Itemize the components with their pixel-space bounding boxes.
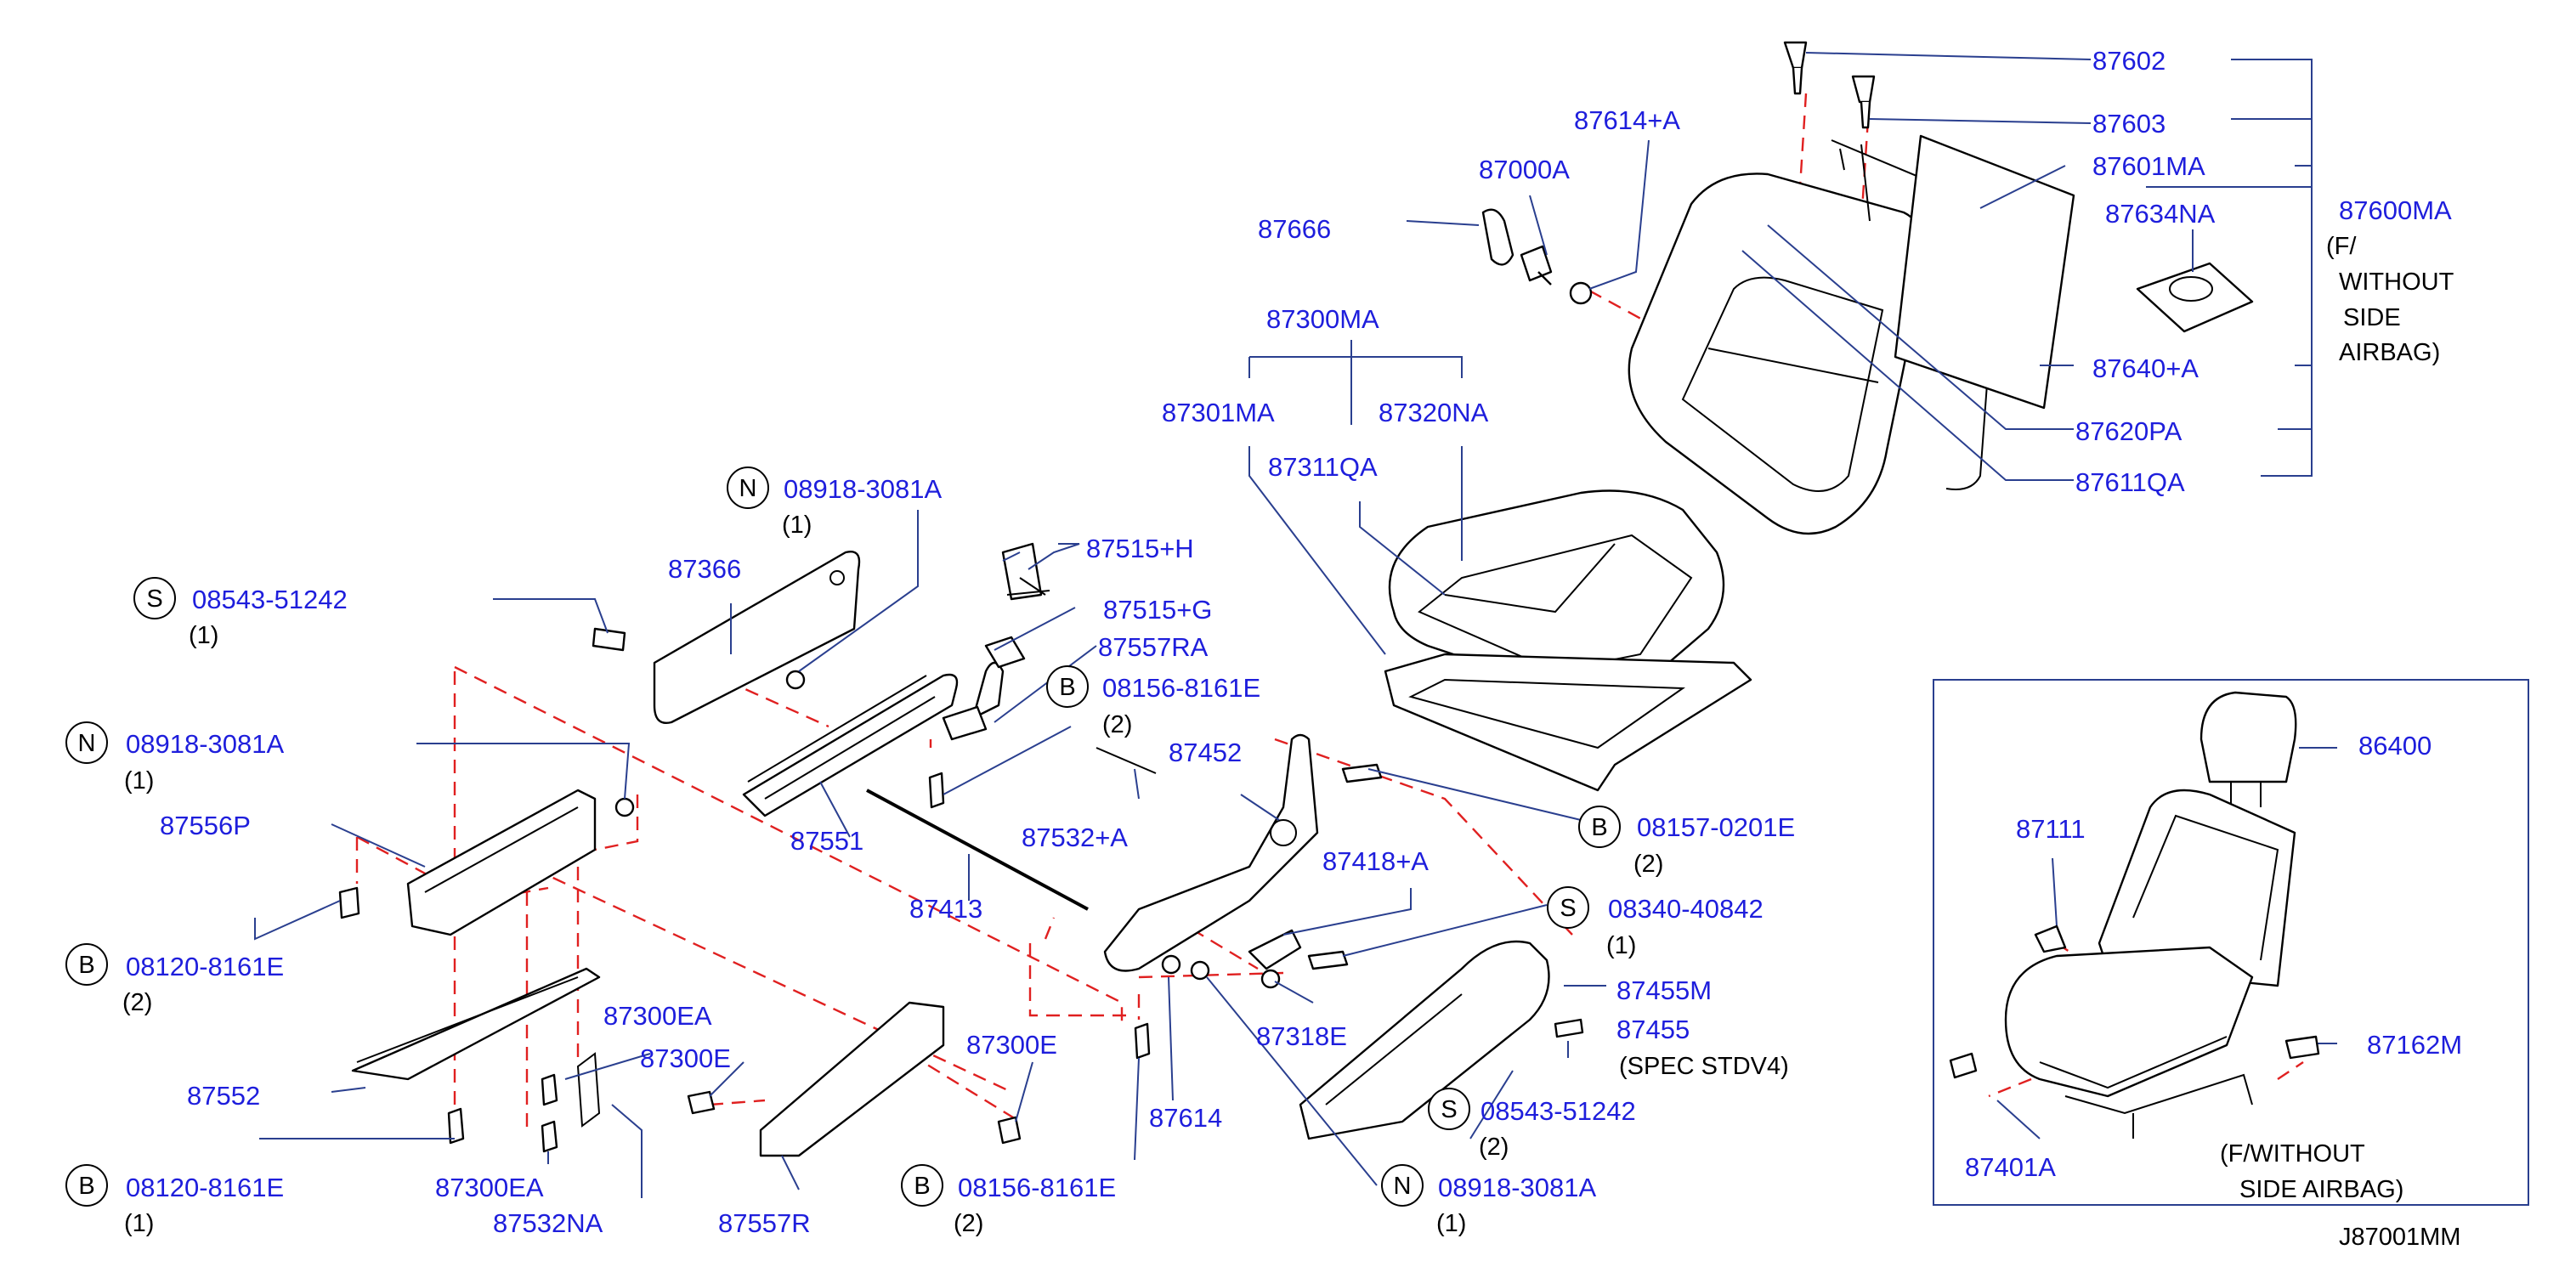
label-87614a: 87614+A — [1574, 105, 1680, 135]
label-87600ma: 87600MA — [2339, 195, 2452, 225]
label-87640a: 87640+A — [2092, 353, 2199, 383]
prefix-n: N — [739, 475, 757, 502]
qty-n08918-left: (1) — [124, 767, 154, 794]
label-87614: 87614 — [1149, 1103, 1222, 1133]
label-87551: 87551 — [790, 826, 863, 856]
label-b08157: 08157-0201E — [1637, 812, 1795, 842]
side-cover-87455m — [1299, 940, 1550, 1140]
label-87532na: 87532NA — [493, 1208, 603, 1238]
note-f-without-4: AIRBAG) — [2339, 339, 2440, 366]
qty-b08120-bottom: (1) — [124, 1210, 154, 1237]
label-87603: 87603 — [2092, 109, 2166, 139]
label-87300ma: 87300MA — [1266, 304, 1379, 334]
label-87320na: 87320NA — [1379, 398, 1489, 427]
label-87300ea-bottom: 87300EA — [435, 1173, 544, 1202]
label-87515h: 87515+H — [1086, 534, 1194, 563]
prefix-n: N — [1394, 1173, 1412, 1200]
label-87000a: 87000A — [1479, 155, 1570, 184]
label-87557r: 87557R — [718, 1208, 811, 1238]
prefix-b: B — [1059, 674, 1075, 701]
label-n08918-top: 08918-3081A — [784, 474, 942, 504]
label-87311qa: 87311QA — [1268, 452, 1378, 482]
prefix-s: S — [1441, 1096, 1457, 1123]
rail-87552 — [351, 967, 601, 1081]
qty-s08543-bottom: (2) — [1479, 1134, 1509, 1161]
label-87301ma: 87301MA — [1162, 398, 1275, 427]
label-87556p: 87556P — [160, 811, 251, 840]
note-spec: (SPEC STDV4) — [1619, 1053, 1789, 1080]
part-shapes — [338, 41, 2254, 1157]
label-87611qa: 87611QA — [2075, 467, 2185, 497]
label-n08918-bottom: 08918-3081A — [1438, 1173, 1596, 1202]
label-n08918-left: 08918-3081A — [126, 729, 284, 759]
label-87111: 87111 — [2016, 814, 2086, 844]
prefix-b: B — [78, 1173, 94, 1200]
qty-s08543-left: (1) — [189, 622, 218, 649]
label-87401a: 87401A — [1965, 1152, 2056, 1182]
diagram-id: J87001MM — [2339, 1224, 2460, 1251]
label-87602: 87602 — [2092, 46, 2166, 76]
cover-87634na — [2136, 262, 2254, 333]
qty-n08918-top: (1) — [782, 512, 812, 539]
leader-lines — [254, 52, 2337, 1198]
label-87366: 87366 — [668, 554, 741, 584]
prefix-s: S — [1560, 895, 1576, 922]
qty-b08157: (2) — [1633, 851, 1663, 878]
seat-back-shape — [1628, 172, 1927, 535]
trim-87557r — [759, 1001, 945, 1157]
label-87162m: 87162M — [2367, 1030, 2462, 1060]
label-87418a: 87418+A — [1322, 846, 1429, 876]
qty-b08156-bottom: (2) — [954, 1210, 983, 1237]
note-f-without-1: (F/ — [2326, 233, 2357, 260]
note-inset-1: (F/WITHOUT — [2220, 1140, 2365, 1168]
label-b08120-top: 08120-8161E — [126, 952, 284, 981]
prefix-s: S — [146, 585, 162, 613]
label-87620pa: 87620PA — [2075, 416, 2183, 446]
prefix-b: B — [1591, 814, 1607, 841]
label-87552: 87552 — [187, 1081, 260, 1111]
part-labels: 87602 87603 87614+A 87000A 87601MA 87634… — [122, 46, 2462, 1251]
label-87452: 87452 — [1169, 738, 1242, 767]
seat-frame-shape — [1384, 653, 1752, 792]
label-87318e: 87318E — [1256, 1021, 1347, 1051]
inset-seat-assembly — [1933, 679, 2529, 1206]
qty-b08120-top: (2) — [122, 989, 152, 1016]
qty-s08340: (1) — [1606, 932, 1636, 959]
prefix-b: B — [914, 1173, 930, 1200]
label-87515g: 87515+G — [1103, 595, 1212, 625]
note-f-without-3: SIDE — [2343, 304, 2401, 331]
label-b08156-top: 08156-8161E — [1102, 673, 1260, 703]
prefix-b: B — [78, 952, 94, 979]
back-board-shape — [1894, 134, 2075, 410]
qty-b08156-top: (2) — [1102, 711, 1132, 738]
label-87413: 87413 — [909, 894, 982, 924]
bracket-87556p — [406, 789, 597, 936]
note-inset-2: SIDE AIRBAG) — [2239, 1176, 2403, 1203]
label-87300e-right: 87300E — [966, 1030, 1057, 1060]
label-b08120-bottom: 08120-8161E — [126, 1173, 284, 1202]
label-86400: 86400 — [2358, 731, 2432, 761]
note-f-without-2: WITHOUT — [2339, 269, 2454, 296]
label-s08543-bottom: 08543-51242 — [1480, 1096, 1636, 1126]
rod-87413 — [866, 789, 1089, 911]
label-87300e-left: 87300E — [640, 1043, 731, 1073]
label-s08543-left: 08543-51242 — [192, 585, 348, 614]
label-87557ra: 87557RA — [1098, 632, 1209, 662]
prefix-n: N — [78, 730, 96, 757]
label-87300ea-top: 87300EA — [603, 1001, 712, 1031]
label-b08156-bottom: 08156-8161E — [958, 1173, 1116, 1202]
label-87532a: 87532+A — [1022, 823, 1128, 852]
label-87666: 87666 — [1258, 214, 1331, 244]
bracket-87366 — [653, 551, 861, 724]
bracket-87452 — [1103, 733, 1319, 972]
label-s08340: 08340-40842 — [1608, 894, 1764, 924]
label-87601ma: 87601MA — [2092, 151, 2205, 181]
label-87455m: 87455M — [1616, 975, 1712, 1005]
label-87634na: 87634NA — [2105, 199, 2216, 229]
qty-n08918-bottom: (1) — [1436, 1210, 1466, 1237]
label-87455: 87455 — [1616, 1015, 1690, 1044]
rail-87551 — [742, 673, 959, 817]
prefix-circles: N S B N B S B S B B N — [65, 467, 1621, 1207]
